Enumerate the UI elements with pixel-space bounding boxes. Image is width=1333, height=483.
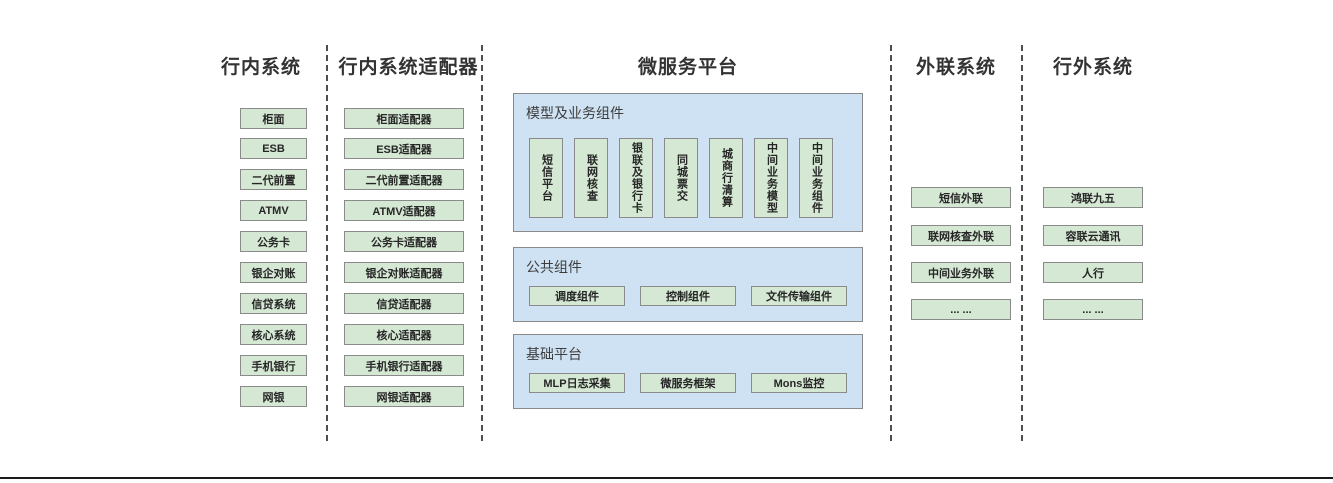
column-separator-2	[481, 45, 483, 441]
column-title-internal-systems: 行内系统	[220, 57, 301, 78]
node-internal-system-6[interactable]: 银企对账	[240, 262, 307, 283]
node-internal-system-5[interactable]: 公务卡	[240, 231, 307, 252]
node-adapter-6[interactable]: 银企对账适配器	[344, 262, 464, 283]
node-outside-bank-3[interactable]: 人行	[1043, 262, 1143, 283]
panel-base-platform: 基础平台	[513, 334, 863, 409]
node-model-component-1[interactable]: 短信平台	[529, 138, 563, 218]
node-public-component-3[interactable]: 文件传输组件	[751, 286, 847, 306]
node-adapter-10[interactable]: 网银适配器	[344, 386, 464, 407]
column-title-microservice-platform: 微服务平台	[637, 57, 738, 78]
node-outside-bank-1[interactable]: 鸿联九五	[1043, 187, 1143, 208]
column-separator-1	[326, 45, 328, 441]
panel-label-base-platform: 基础平台	[526, 346, 582, 362]
node-external-liaison-4[interactable]: ... ...	[911, 299, 1011, 320]
node-base-platform-1[interactable]: MLP日志采集	[529, 373, 625, 393]
page-bottom-rule	[0, 477, 1333, 479]
node-adapter-4[interactable]: ATMV适配器	[344, 200, 464, 221]
node-public-component-1[interactable]: 调度组件	[529, 286, 625, 306]
node-adapter-2[interactable]: ESB适配器	[344, 138, 464, 159]
column-separator-3	[890, 45, 892, 441]
node-adapter-7[interactable]: 信贷适配器	[344, 293, 464, 314]
node-model-component-3[interactable]: 银联及银行卡	[619, 138, 653, 218]
panel-label-model-business-components: 模型及业务组件	[526, 105, 624, 121]
node-adapter-8[interactable]: 核心适配器	[344, 324, 464, 345]
node-adapter-3[interactable]: 二代前置适配器	[344, 169, 464, 190]
node-adapter-9[interactable]: 手机银行适配器	[344, 355, 464, 376]
node-model-component-5[interactable]: 城商行清算	[709, 138, 743, 218]
node-model-component-6[interactable]: 中间业务模型	[754, 138, 788, 218]
node-public-component-2[interactable]: 控制组件	[640, 286, 736, 306]
node-internal-system-9[interactable]: 手机银行	[240, 355, 307, 376]
node-internal-system-8[interactable]: 核心系统	[240, 324, 307, 345]
column-title-external-liaison-systems: 外联系统	[915, 57, 996, 78]
node-model-component-4[interactable]: 同城票交	[664, 138, 698, 218]
node-base-platform-3[interactable]: Mons监控	[751, 373, 847, 393]
column-title-outside-bank-systems: 行外系统	[1052, 57, 1133, 78]
node-internal-system-2[interactable]: ESB	[240, 138, 307, 159]
node-outside-bank-2[interactable]: 容联云通讯	[1043, 225, 1143, 246]
panel-label-public-components: 公共组件	[526, 259, 582, 275]
node-internal-system-4[interactable]: ATMV	[240, 200, 307, 221]
node-internal-system-1[interactable]: 柜面	[240, 108, 307, 129]
node-internal-system-3[interactable]: 二代前置	[240, 169, 307, 190]
node-external-liaison-1[interactable]: 短信外联	[911, 187, 1011, 208]
node-internal-system-10[interactable]: 网银	[240, 386, 307, 407]
node-model-component-2[interactable]: 联网核查	[574, 138, 608, 218]
node-adapter-5[interactable]: 公务卡适配器	[344, 231, 464, 252]
node-external-liaison-2[interactable]: 联网核查外联	[911, 225, 1011, 246]
column-title-internal-system-adapters: 行内系统适配器	[338, 57, 479, 78]
node-base-platform-2[interactable]: 微服务框架	[640, 373, 736, 393]
node-adapter-1[interactable]: 柜面适配器	[344, 108, 464, 129]
panel-public-components: 公共组件	[513, 247, 863, 322]
column-separator-4	[1021, 45, 1023, 441]
node-internal-system-7[interactable]: 信贷系统	[240, 293, 307, 314]
node-outside-bank-4[interactable]: ... ...	[1043, 299, 1143, 320]
node-external-liaison-3[interactable]: 中间业务外联	[911, 262, 1011, 283]
node-model-component-7[interactable]: 中间业务组件	[799, 138, 833, 218]
